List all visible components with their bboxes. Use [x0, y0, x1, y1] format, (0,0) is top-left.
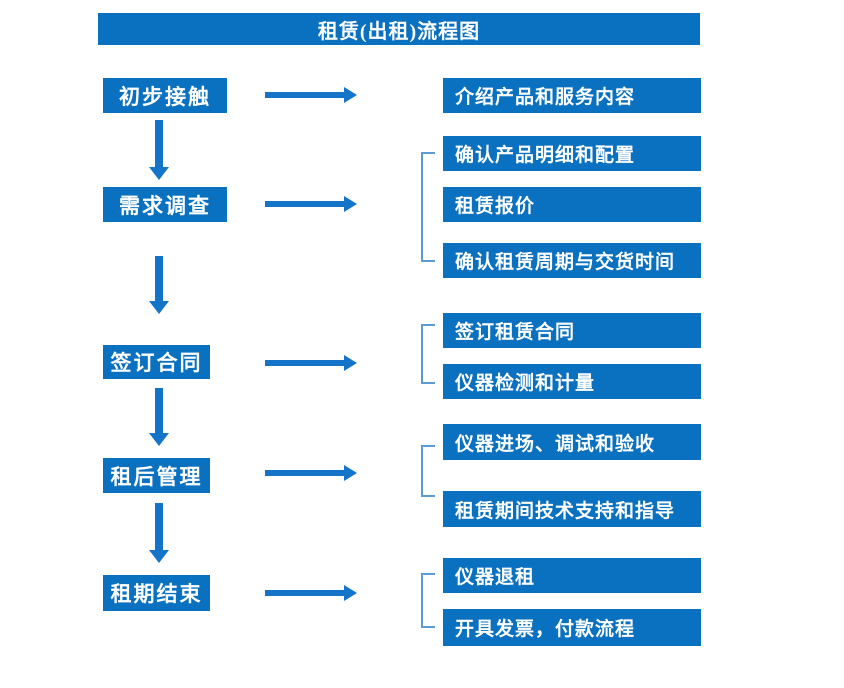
bracket-post-rental-group: [421, 445, 435, 497]
detail-box-introduce-products: 介绍产品和服务内容: [443, 78, 701, 113]
detail-box-instrument-inspection: 仪器检测和计量: [443, 364, 701, 399]
arrow-right-icon-2: [265, 196, 357, 212]
step-post-rental-management: 租后管理: [103, 458, 210, 493]
step-lease-end: 租期结束: [103, 575, 210, 611]
detail-instrument-return-label: 仪器退租: [455, 567, 536, 588]
step-demand-survey-label: 需求调查: [119, 193, 211, 218]
detail-confirm-product-details-label: 确认产品明细和配置: [455, 145, 636, 166]
bracket-demand-survey-group: [421, 152, 435, 262]
detail-box-instrument-return: 仪器退租: [443, 558, 701, 593]
detail-box-instrument-setup-acceptance: 仪器进场、调试和验收: [443, 424, 701, 460]
detail-confirm-lease-term-delivery-label: 确认租赁周期与交货时间: [455, 252, 676, 273]
detail-introduce-products-label: 介绍产品和服务内容: [455, 87, 636, 108]
arrow-right-icon-5: [265, 585, 357, 601]
step-sign-contract: 签订合同: [103, 345, 210, 379]
arrow-down-icon-1: [149, 120, 169, 180]
arrow-down-icon-4: [149, 503, 169, 563]
arrow-down-icon-2: [149, 256, 169, 314]
arrow-right-icon-4: [265, 465, 357, 481]
detail-rental-quote-label: 租赁报价: [455, 196, 536, 217]
detail-box-rental-quote: 租赁报价: [443, 187, 701, 222]
detail-instrument-setup-acceptance-label: 仪器进场、调试和验收: [455, 433, 656, 455]
bracket-lease-end-group: [421, 573, 435, 628]
step-lease-end-label: 租期结束: [110, 582, 203, 606]
arrow-down-icon-3: [149, 388, 169, 446]
flowchart-title-bar: 租赁(出租)流程图: [98, 13, 700, 45]
step-sign-contract-label: 签订合同: [110, 351, 203, 375]
detail-box-invoice-payment: 开具发票，付款流程: [443, 609, 701, 646]
detail-box-tech-support: 租赁期间技术支持和指导: [443, 491, 701, 527]
step-demand-survey: 需求调查: [103, 187, 227, 222]
step-initial-contact: 初步接触: [103, 78, 227, 113]
flowchart-title: 租赁(出租)流程图: [317, 20, 481, 43]
detail-instrument-inspection-label: 仪器检测和计量: [455, 373, 596, 394]
detail-box-sign-lease-contract: 签订租赁合同: [443, 313, 701, 348]
detail-tech-support-label: 租赁期间技术支持和指导: [455, 500, 676, 522]
detail-box-confirm-lease-term-delivery: 确认租赁周期与交货时间: [443, 243, 701, 278]
arrow-right-icon-3: [265, 355, 357, 371]
detail-box-confirm-product-details: 确认产品明细和配置: [443, 136, 701, 171]
step-post-rental-management-label: 租后管理: [110, 464, 203, 489]
detail-sign-lease-contract-label: 签订租赁合同: [455, 322, 576, 343]
step-initial-contact-label: 初步接触: [119, 84, 211, 109]
detail-invoice-payment-label: 开具发票，付款流程: [455, 619, 636, 640]
arrow-right-icon-1: [265, 87, 357, 103]
bracket-sign-contract-group: [421, 324, 435, 384]
